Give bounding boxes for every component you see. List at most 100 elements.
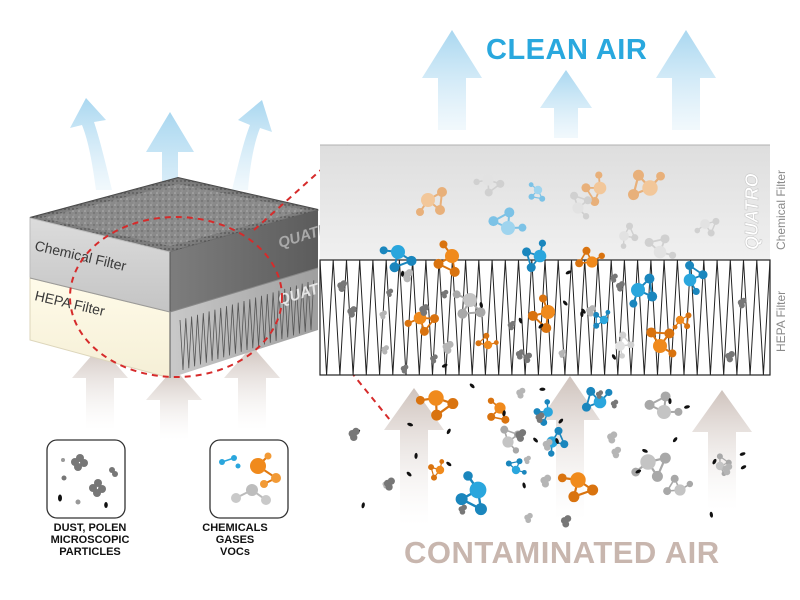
contaminated-air-arrow bbox=[692, 390, 752, 510]
molecule bbox=[619, 222, 639, 249]
dust-particle bbox=[725, 350, 735, 363]
molecule bbox=[522, 239, 547, 273]
clean-air-arrow bbox=[656, 30, 716, 130]
molecule bbox=[455, 471, 487, 516]
contaminated-air-arrow bbox=[384, 388, 444, 525]
dust-particle bbox=[595, 390, 604, 399]
legend-dust-line: DUST, POLEN bbox=[53, 522, 127, 534]
clean-air-arrow bbox=[70, 98, 112, 190]
dust-particle bbox=[610, 399, 619, 409]
dust-particle bbox=[523, 455, 531, 465]
molecule bbox=[644, 234, 677, 259]
filter-block: Chemical Filter HEPA Filter QUATRO QUATR… bbox=[29, 176, 343, 379]
molecule bbox=[415, 390, 459, 421]
molecule bbox=[629, 273, 658, 308]
dust-particle bbox=[635, 469, 642, 474]
dust-particle bbox=[538, 323, 544, 329]
dust-particle bbox=[668, 398, 672, 405]
molecule bbox=[557, 472, 599, 503]
molecule bbox=[488, 207, 527, 235]
dust-icon bbox=[58, 454, 118, 508]
molecule bbox=[487, 397, 510, 424]
molecule bbox=[473, 174, 505, 197]
molecule bbox=[615, 331, 635, 359]
legend-dust-line: MICROSCOPIC bbox=[50, 534, 130, 546]
clean-air-arrows-left bbox=[70, 98, 272, 238]
dust-particle bbox=[407, 422, 414, 427]
dust-particle bbox=[642, 449, 648, 453]
contaminated-air-arrow bbox=[540, 376, 600, 520]
molecule bbox=[570, 191, 592, 220]
dust-particles bbox=[337, 269, 747, 528]
molecule bbox=[475, 332, 499, 350]
dust-particle bbox=[441, 363, 448, 368]
dust-particle bbox=[610, 273, 618, 283]
dust-particle bbox=[502, 410, 506, 417]
dust-particle bbox=[381, 345, 389, 355]
dust-particle bbox=[712, 458, 717, 465]
contaminated-air-arrow bbox=[224, 346, 280, 430]
dust-particle bbox=[516, 387, 526, 399]
dust-particle bbox=[386, 288, 394, 298]
legend-chemicals-caption: CHEMICALS GASES VOCs bbox=[190, 522, 280, 558]
dust-particle bbox=[611, 446, 622, 459]
dust-particle bbox=[361, 502, 365, 509]
clean-air-arrow bbox=[540, 70, 592, 138]
dust-particle bbox=[560, 515, 572, 528]
contaminated-air-arrows-right bbox=[384, 376, 752, 525]
molecule bbox=[663, 474, 694, 496]
zoom-hepa-label: HEPA Filter bbox=[774, 291, 788, 352]
clean-air-heading: CLEAN AIR bbox=[486, 34, 648, 66]
molecule-icon bbox=[219, 452, 281, 505]
dust-particle bbox=[442, 340, 454, 354]
dust-particle bbox=[565, 270, 572, 275]
molecule bbox=[428, 459, 445, 481]
dust-particle bbox=[400, 364, 409, 374]
dust-particle bbox=[400, 270, 405, 277]
dust-particle bbox=[347, 306, 357, 318]
dust-particle bbox=[406, 471, 412, 477]
dust-particle bbox=[379, 310, 387, 320]
molecule bbox=[505, 458, 527, 475]
hepa-pleats bbox=[179, 280, 315, 371]
dust-particle bbox=[580, 311, 584, 318]
dust-particle bbox=[533, 437, 538, 443]
contaminated-air-arrows-left bbox=[72, 346, 280, 440]
dust-particle bbox=[479, 302, 483, 308]
dust-particle bbox=[558, 418, 564, 424]
dust-particle bbox=[522, 482, 526, 489]
dust-particle bbox=[540, 474, 552, 488]
dust-particle bbox=[581, 308, 586, 314]
dust-particle bbox=[518, 317, 523, 324]
dust-particle bbox=[684, 405, 690, 409]
zoom-circle bbox=[69, 216, 283, 378]
molecule bbox=[528, 182, 546, 202]
molecule bbox=[683, 260, 708, 296]
dust-particle bbox=[739, 452, 746, 456]
dust-particle bbox=[419, 304, 430, 316]
clean-air-arrows-right bbox=[422, 30, 716, 138]
molecules bbox=[379, 169, 732, 516]
dust-particle bbox=[523, 352, 532, 364]
dust-particle bbox=[672, 437, 678, 443]
molecule bbox=[644, 391, 683, 419]
dust-particle bbox=[555, 438, 559, 444]
molecule bbox=[694, 217, 720, 237]
molecule bbox=[452, 290, 486, 319]
molecule bbox=[672, 312, 692, 330]
dust-particle bbox=[616, 281, 625, 292]
contaminated-air-heading: CONTAMINATED AIR bbox=[404, 535, 720, 570]
zoom-panel: Chemical Filter HEPA Filter QUATRO bbox=[319, 144, 788, 376]
dust-particle bbox=[737, 297, 747, 309]
dust-particle bbox=[383, 477, 395, 491]
dust-particle bbox=[539, 387, 546, 391]
legend-dust-caption: DUST, POLEN MICROSCOPIC PARTICLES bbox=[30, 522, 150, 558]
dust-particle bbox=[441, 289, 449, 299]
contaminated-air-arrow bbox=[72, 346, 128, 430]
dust-particle bbox=[337, 280, 347, 292]
dust-particle bbox=[611, 354, 617, 360]
dust-particle bbox=[507, 320, 516, 331]
dust-particle bbox=[414, 452, 418, 459]
zoom-brand: QUATRO bbox=[742, 173, 762, 250]
dust-particle bbox=[515, 429, 527, 442]
